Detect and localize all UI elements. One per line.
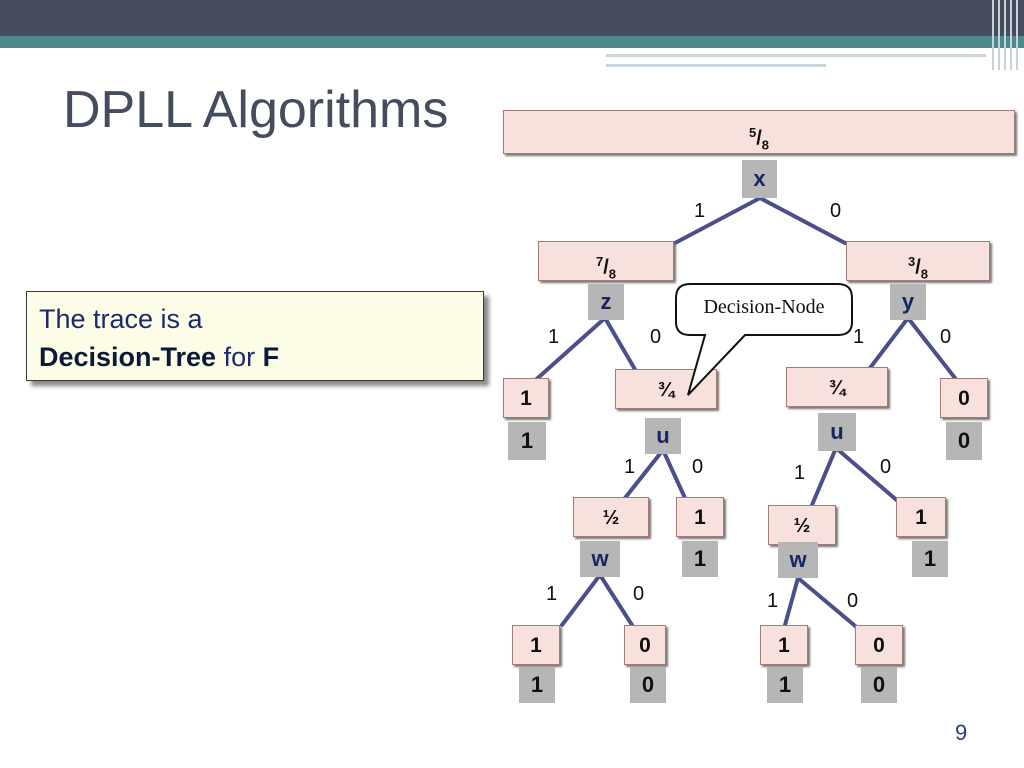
edge-w-1-left [560, 573, 602, 627]
edge-label-y-1: 1 [853, 326, 865, 348]
w-left-leaf-1-value: 1 [512, 625, 560, 665]
edge-label-w-left-1: 1 [546, 583, 558, 605]
z-value-node: 7/8 [538, 241, 674, 282]
edge-label-x-0: 0 [830, 200, 842, 222]
variable-u-left: u [645, 418, 681, 454]
edge-w-0-left [598, 573, 634, 627]
y-denominator: 8 [920, 266, 929, 282]
variable-u-right: u [818, 413, 856, 451]
y-leaf-result: 0 [946, 422, 982, 460]
edge-label-w-right-1: 1 [767, 590, 779, 612]
y-numerator: 3 [907, 254, 916, 269]
header-accent-bar [0, 36, 1024, 48]
edge-label-w-right-0: 0 [847, 590, 859, 612]
decision-tree-callout: The trace is a Decision-Tree for F [26, 291, 484, 381]
w-right-leaf-0-result: 0 [861, 667, 897, 703]
edge-label-u-right-1: 1 [794, 462, 806, 484]
root-variable-x: x [742, 160, 777, 198]
edge-label-y-0: 0 [940, 326, 952, 348]
w-right-leaf-1-value: 1 [760, 625, 808, 665]
edge-label-z-0: 0 [650, 326, 662, 348]
edge-w-1-right [783, 576, 800, 627]
z-denominator: 8 [608, 266, 617, 282]
u-left-leaf-value: 1 [676, 497, 724, 537]
edge-z-leaf [528, 316, 607, 387]
variable-y: y [890, 284, 926, 320]
edge-u-w-left [623, 448, 665, 500]
u-right-leaf-result: 1 [912, 541, 948, 577]
w-left-value-node: ½ [573, 497, 649, 537]
edge-x-z [673, 196, 762, 245]
edge-x-y [758, 196, 847, 245]
variable-w-left: w [580, 541, 620, 577]
root-denominator: 8 [761, 137, 770, 153]
u-right-leaf-value: 1 [896, 497, 946, 537]
page-number: 9 [955, 720, 968, 745]
bubble-text: Decision-Node [703, 296, 825, 318]
edge-y-u [868, 316, 910, 370]
edge-y-leaf [906, 316, 957, 380]
edge-u-leaf-right [834, 446, 902, 505]
callout-line-2: Decision-Tree for F [39, 338, 471, 376]
edge-u-leaf-left [661, 448, 687, 500]
edge-label-u-left-0: 0 [692, 456, 704, 478]
w-right-value-node: ½ [768, 505, 836, 545]
z-leaf-result: 1 [508, 422, 546, 460]
edge-u-w-right [810, 446, 838, 507]
edge-label-u-right-0: 0 [880, 456, 892, 478]
header-bar [0, 0, 1024, 36]
edge-label-w-left-0: 0 [633, 583, 645, 605]
edge-label-z-1: 1 [548, 326, 560, 348]
u-left-value-node: ¾ [615, 369, 717, 409]
callout-connector: for [216, 342, 263, 372]
w-left-leaf-1-result: 1 [519, 667, 555, 703]
header-stripes [988, 0, 1024, 70]
header-rule [606, 54, 986, 57]
u-right-value-node: ¾ [786, 367, 888, 407]
z-leaf-value: 1 [503, 378, 549, 418]
header-rule [606, 64, 826, 67]
callout-term: Decision-Tree [39, 342, 217, 372]
variable-w-right: w [778, 542, 818, 578]
z-numerator: 7 [595, 254, 604, 269]
edge-label-x-1: 1 [694, 200, 706, 222]
root-value-node: 5/8 [503, 110, 1015, 154]
w-left-leaf-0-result: 0 [630, 667, 666, 703]
w-right-leaf-1-result: 1 [767, 667, 803, 703]
w-left-leaf-0-value: 0 [624, 625, 666, 665]
edge-label-u-left-1: 1 [624, 456, 636, 478]
slide-title: DPLL Algorithms [63, 81, 449, 139]
variable-z: z [588, 284, 624, 320]
edge-w-0-right [796, 576, 862, 632]
edge-z-u [603, 316, 642, 380]
y-leaf-value: 0 [940, 378, 988, 418]
callout-line-1: The trace is a [39, 304, 203, 334]
y-value-node: 3/8 [846, 241, 990, 282]
callout-formula: F [262, 342, 280, 372]
u-left-leaf-result: 1 [682, 541, 718, 577]
w-right-leaf-0-value: 0 [855, 625, 903, 665]
root-numerator: 5 [748, 125, 757, 140]
